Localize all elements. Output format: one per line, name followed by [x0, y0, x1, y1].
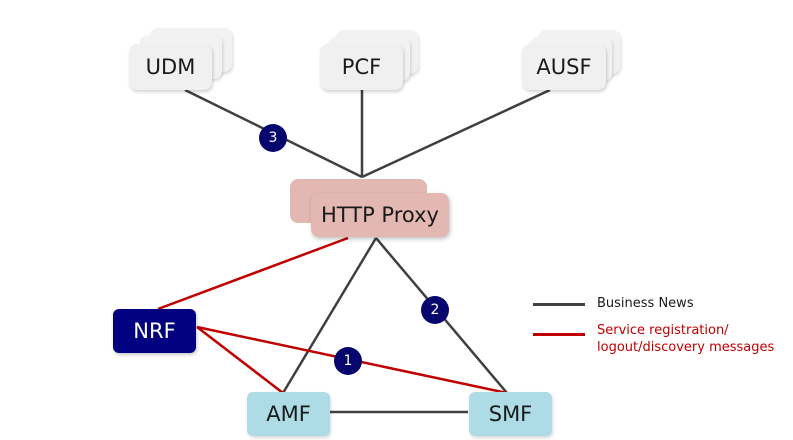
amf-node[interactable]: AMF	[247, 392, 330, 436]
line-ausf-proxy	[361, 88, 551, 179]
step-badge-1: 1	[334, 347, 362, 375]
pcf-label: PCF	[341, 55, 382, 79]
legend-service-line2: logout/discovery messages	[597, 340, 775, 355]
line-proxy-amf	[281, 237, 378, 394]
udm-label: UDM	[145, 55, 196, 79]
nrf-label: NRF	[133, 319, 176, 343]
nrf-node[interactable]: NRF	[113, 309, 196, 353]
smf-label: SMF	[488, 402, 533, 426]
amf-label: AMF	[266, 402, 311, 426]
legend-service-line1: Service registration/	[597, 323, 729, 338]
line-nrf-amf	[196, 326, 284, 394]
http-proxy-node[interactable]: HTTP Proxy	[311, 193, 449, 237]
pcf-node[interactable]: PCF	[320, 44, 403, 90]
ausf-node[interactable]: AUSF	[522, 44, 606, 90]
step-badge-3-label: 3	[268, 130, 278, 146]
legend-service-label: Service registration/ logout/discovery m…	[597, 322, 774, 356]
step-badge-2: 2	[421, 296, 449, 324]
line-nrf-proxy	[157, 236, 349, 311]
http-proxy-label: HTTP Proxy	[321, 203, 439, 227]
ausf-label: AUSF	[536, 55, 592, 79]
legend-service-swatch	[533, 333, 585, 336]
legend-business-label: Business News	[597, 296, 694, 311]
udm-node[interactable]: UDM	[129, 44, 212, 90]
smf-node[interactable]: SMF	[469, 392, 552, 436]
step-badge-3: 3	[259, 124, 287, 152]
legend-business-swatch	[533, 303, 585, 306]
step-badge-1-label: 1	[343, 353, 353, 369]
step-badge-2-label: 2	[430, 302, 440, 318]
